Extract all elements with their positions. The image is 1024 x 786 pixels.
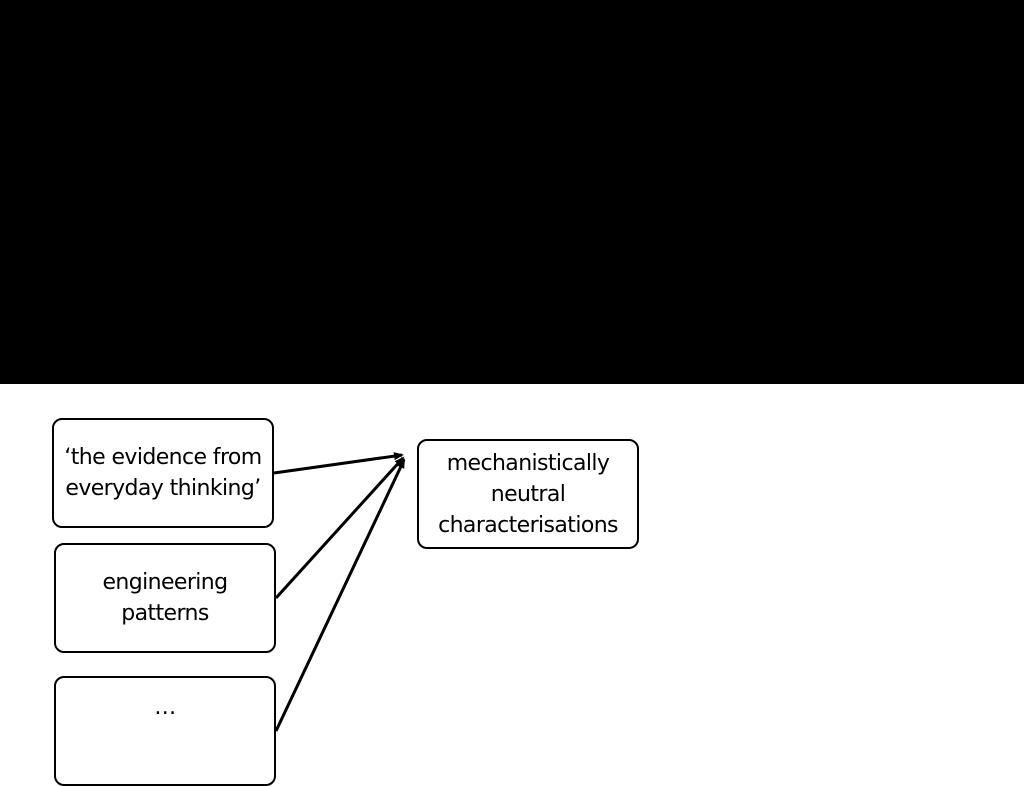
source-label-ellipsis: … bbox=[154, 695, 176, 720]
source-box-engineering-patterns: engineering patterns bbox=[54, 543, 276, 653]
arrow-evidence-to-target bbox=[273, 452, 404, 475]
arrow-ellipsis-to-target bbox=[274, 458, 406, 732]
arrows-layer bbox=[273, 452, 406, 732]
target-label-neutral-characterisations: mechanistically neutral characterisation… bbox=[438, 450, 618, 538]
source-label-everyday-evidence: ‘the evidence from everyday thinking’ bbox=[64, 445, 262, 501]
source-label-engineering-patterns: engineering patterns bbox=[102, 570, 228, 626]
source-box-everyday-evidence: ‘the evidence from everyday thinking’ bbox=[52, 418, 274, 528]
black-header-band bbox=[0, 0, 1024, 384]
target-box-neutral-characterisations: mechanistically neutral characterisation… bbox=[417, 439, 639, 549]
arrow-engineering-to-target bbox=[274, 456, 405, 600]
